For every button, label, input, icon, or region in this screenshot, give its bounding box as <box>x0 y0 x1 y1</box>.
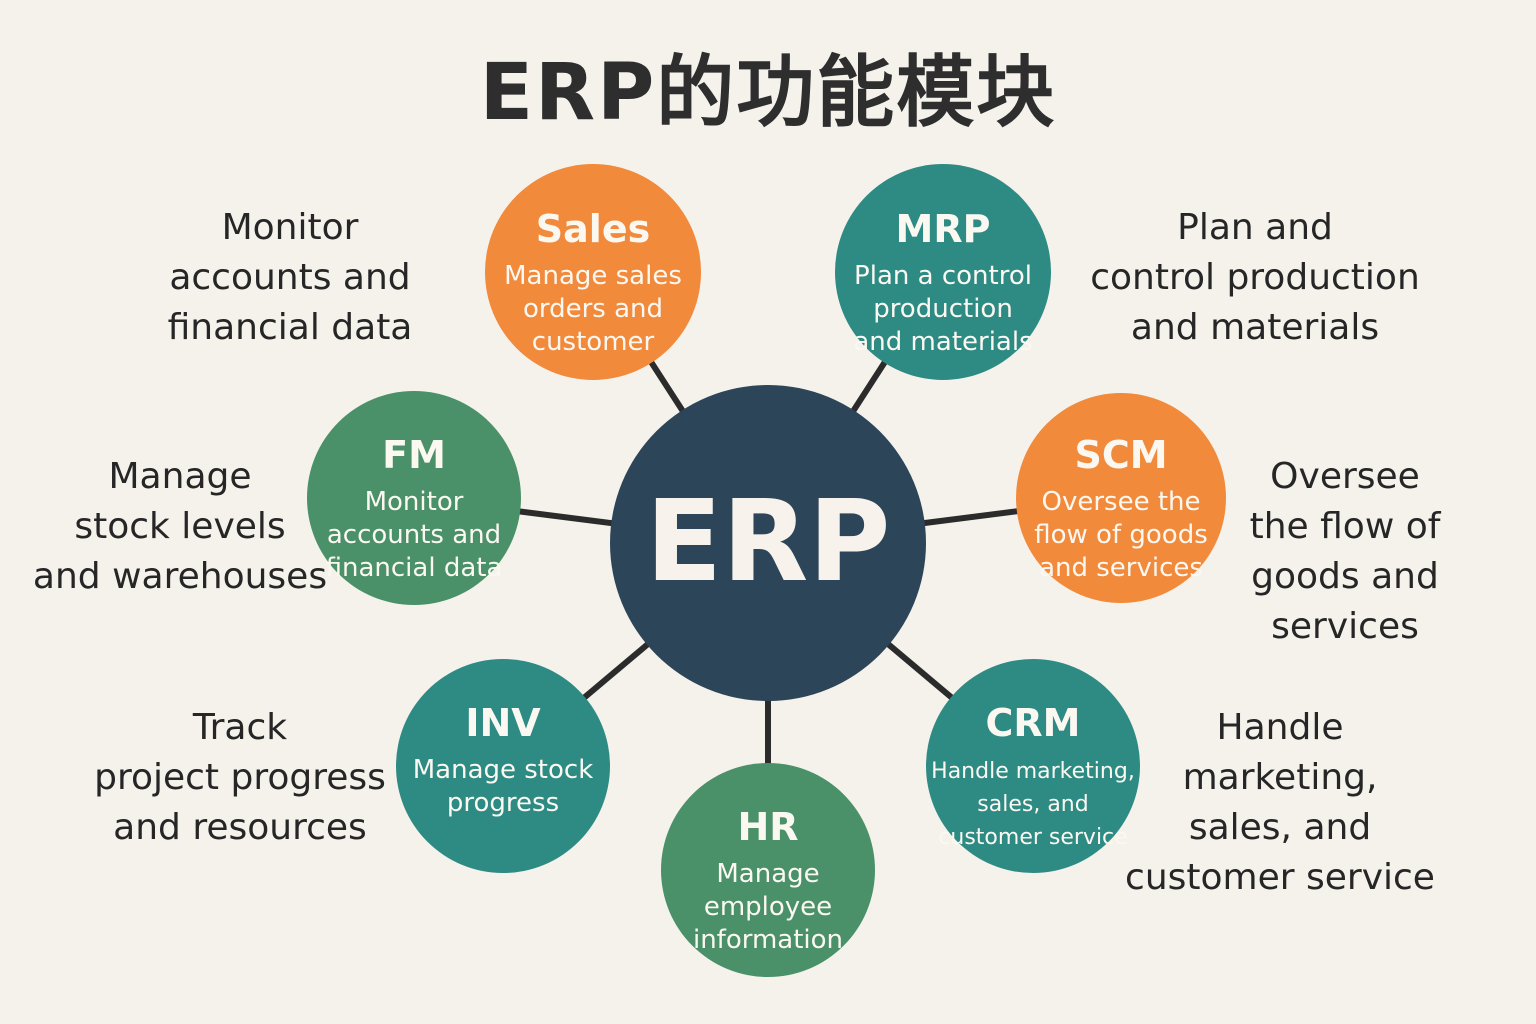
module-description-line: customer <box>532 327 655 357</box>
module-description-line: and materials <box>853 327 1032 357</box>
module-circle-crm <box>926 659 1140 873</box>
module-description-line: Handle marketing, <box>931 759 1135 784</box>
side-note-top-right: Plan and control production and material… <box>1090 207 1420 348</box>
module-description-line: Manage stock <box>413 755 594 785</box>
erp-center-circle <box>610 385 926 701</box>
module-circle-sales <box>485 164 701 380</box>
module-description-line: Manage sales <box>504 261 682 291</box>
module-label-inv: INV <box>465 701 541 745</box>
module-description-line: customer service <box>938 825 1127 850</box>
module-circle-fm <box>307 391 521 605</box>
module-label-scm: SCM <box>1074 433 1167 477</box>
module-description-line: and services <box>1039 553 1203 583</box>
module-description-line: employee <box>704 892 832 922</box>
side-note-top-left: Monitor accounts and financial data <box>167 207 413 348</box>
side-note-middle-right: Oversee the flow of goods and services <box>1249 456 1441 647</box>
erp-center-node: ERP <box>610 385 926 701</box>
module-description-line: Manage <box>716 859 819 889</box>
module-description-line: Monitor <box>365 487 464 517</box>
module-description-line: progress <box>447 788 559 818</box>
module-circle-mrp <box>835 164 1051 380</box>
module-description-line: sales, and <box>977 792 1088 817</box>
module-description-line: financial data <box>326 553 503 583</box>
module-label-crm: CRM <box>986 701 1081 745</box>
module-label-hr: HR <box>737 805 798 849</box>
module-description-line: production <box>873 294 1013 324</box>
module-description-line: flow of goods <box>1034 520 1208 550</box>
module-label-sales: Sales <box>536 207 650 251</box>
module-circle-hr <box>661 763 875 977</box>
module-label-fm: FM <box>382 433 446 477</box>
module-circle-scm <box>1016 393 1226 603</box>
module-circle-inv <box>396 659 610 873</box>
module-label-mrp: MRP <box>896 207 991 251</box>
module-description-line: orders and <box>523 294 663 324</box>
erp-center-label: ERP <box>646 477 891 607</box>
module-description-line: information <box>693 925 843 955</box>
side-note-middle-left: Manage stock levels and warehouses <box>32 456 328 597</box>
module-description-line: accounts and <box>327 520 501 550</box>
module-description-line: Plan a control <box>854 261 1032 291</box>
side-note-bottom-right: Handle marketing, sales, and customer se… <box>1125 707 1435 898</box>
diagram-title: ERP的功能模块 <box>479 48 1057 138</box>
module-node-crm: CRM Handle marketing, sales, and customer s… <box>926 659 1140 873</box>
side-note-bottom-left: Track project progress and resources <box>94 707 386 848</box>
module-description-line: Oversee the <box>1041 487 1200 517</box>
